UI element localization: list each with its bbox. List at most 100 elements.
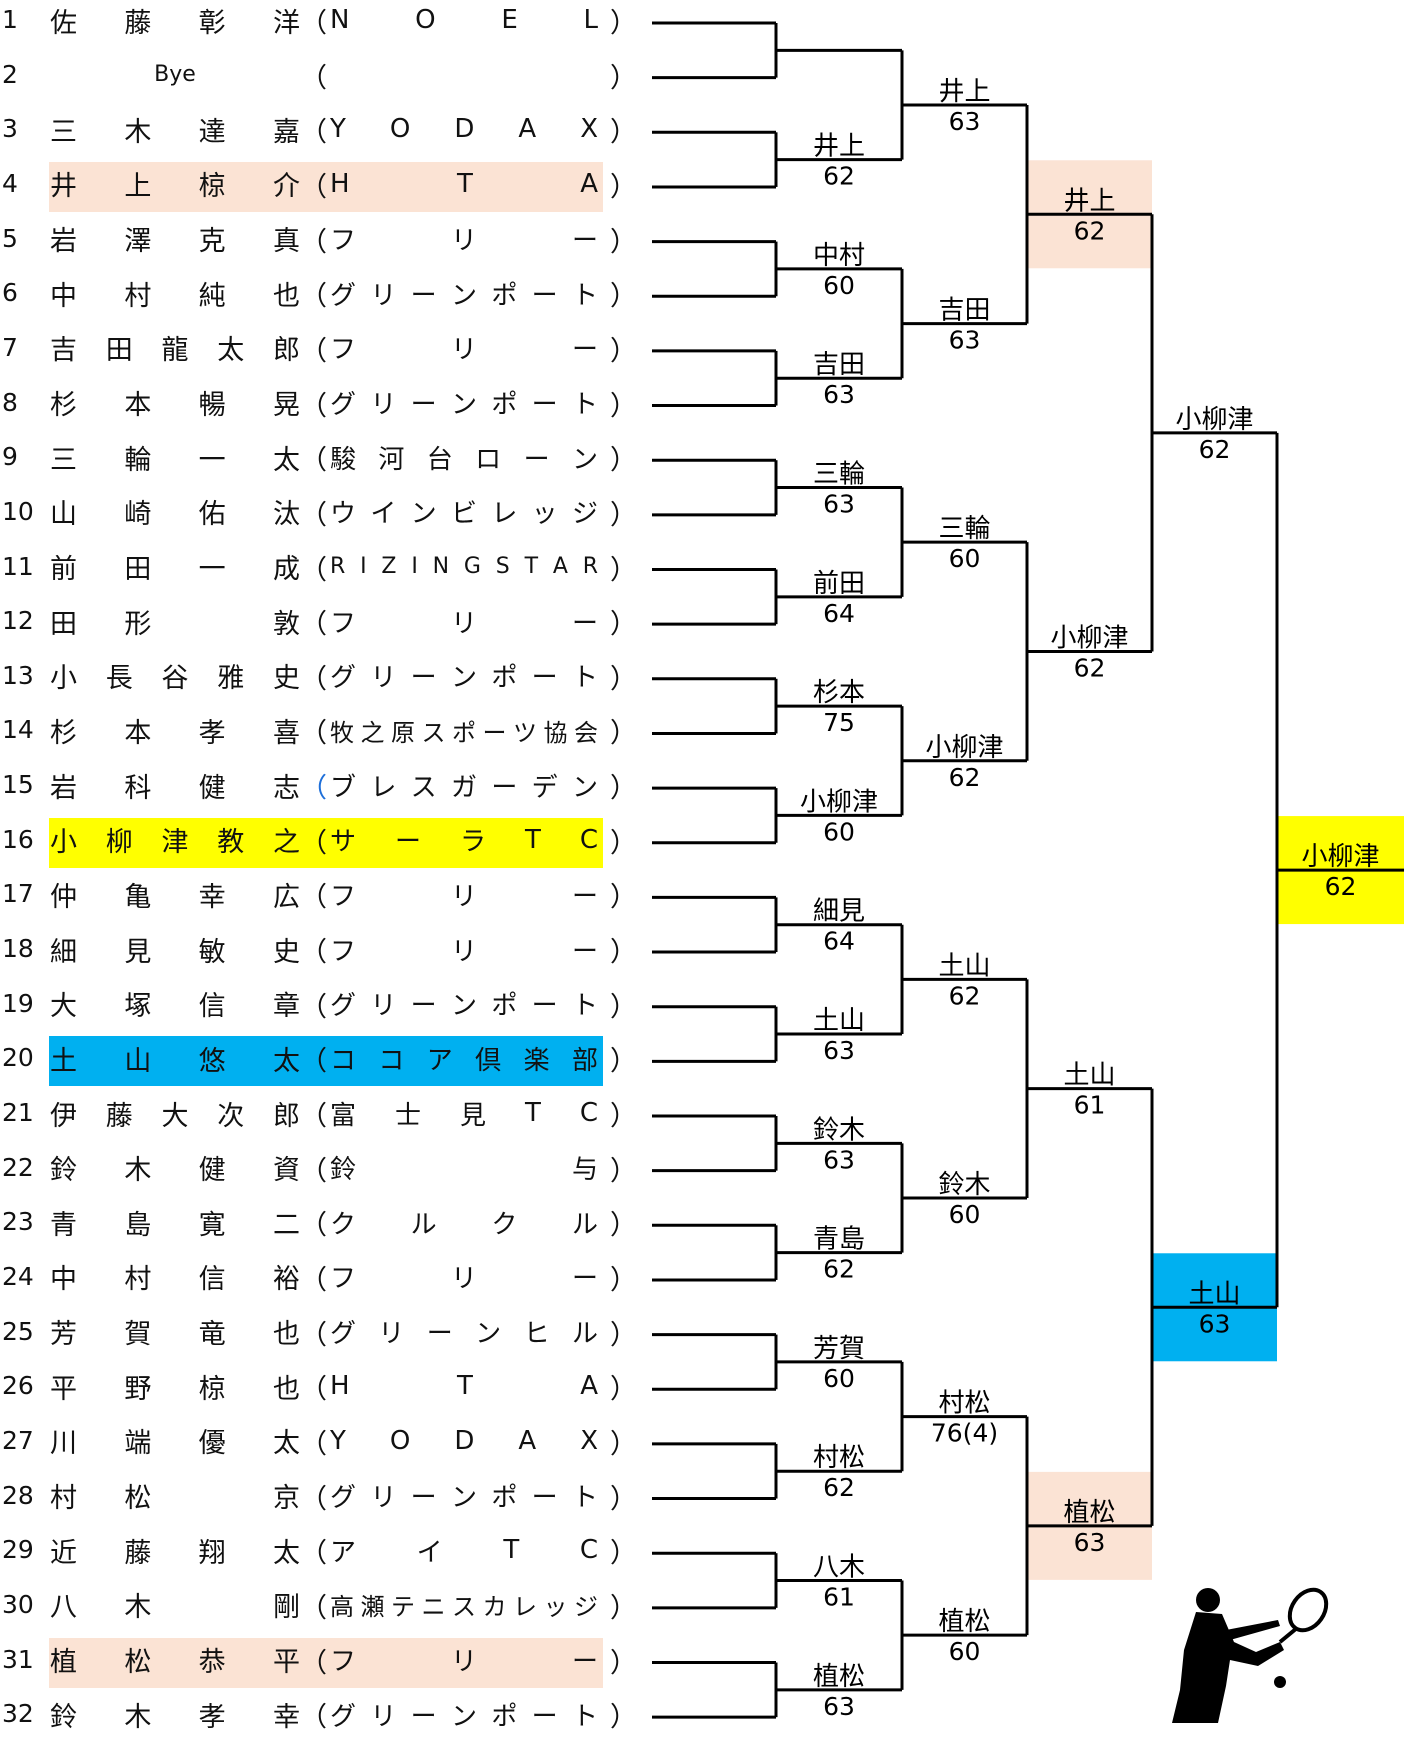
seed-number: 12	[2, 606, 34, 636]
open-paren: （	[300, 609, 327, 641]
seed-number: 17	[2, 879, 34, 909]
match-score: 60	[949, 544, 981, 573]
entrant-name: Bye	[154, 62, 196, 88]
club-name: ブレスガーデン	[330, 772, 598, 803]
match-score: 60	[949, 1200, 981, 1229]
winner-name: 前田	[813, 569, 865, 599]
entrant-name: 植松恭平	[50, 1647, 300, 1678]
match-score: 62	[949, 763, 981, 792]
winner-name: 土山	[1063, 1061, 1115, 1091]
close-paren: ）	[610, 609, 637, 641]
match-score: 61	[1074, 1091, 1106, 1120]
winner-name: 芳賀	[813, 1334, 865, 1364]
close-paren: ）	[610, 1264, 637, 1296]
entrant-highlight	[49, 1637, 603, 1688]
seed-number: 28	[2, 1480, 34, 1510]
seed-number: 10	[2, 496, 34, 526]
winner-name: 杉本	[813, 678, 865, 708]
club-name: 駿河台ローン	[330, 444, 598, 475]
open-paren: （	[300, 1264, 327, 1296]
winner-name: 植松	[938, 1607, 990, 1637]
match-score: 62	[823, 1473, 855, 1502]
match-score: 63	[1074, 1528, 1106, 1557]
entrant-name: 青島寛二	[50, 1209, 300, 1241]
winner-name: 小柳津	[1175, 405, 1253, 435]
winner-name: 鈴木	[813, 1115, 865, 1145]
seed-number: 26	[2, 1371, 34, 1401]
match-score: 64	[823, 927, 855, 956]
close-paren: ）	[610, 1046, 637, 1078]
entrant-name: 仲亀幸広	[50, 881, 300, 913]
seed-number: 19	[2, 988, 34, 1018]
match-score: 60	[949, 1637, 981, 1666]
seed-number: 21	[2, 1098, 34, 1127]
entrant-name: 村松 京	[50, 1483, 300, 1515]
seed-number: 14	[2, 715, 34, 745]
match-score: 63	[823, 1692, 855, 1721]
winner-name: 土山	[938, 951, 990, 981]
close-paren: ）	[610, 8, 637, 39]
close-paren: ）	[610, 663, 637, 695]
entrant-name: 田形 敦	[50, 608, 300, 640]
winner-name: 植松	[1063, 1498, 1115, 1528]
entrant-row: 17 仲亀幸広（フリー ）	[0, 869, 660, 925]
winner-name: 吉田	[938, 296, 990, 326]
seed-number: 27	[2, 1425, 34, 1455]
close-paren: ）	[610, 882, 637, 914]
seed-number: 16	[2, 824, 34, 854]
club-name: フリー	[330, 1647, 598, 1677]
open-paren: （	[300, 554, 327, 586]
open-paren: （	[300, 390, 327, 422]
close-paren: ）	[610, 445, 637, 477]
match-score: 62	[1199, 435, 1231, 464]
winner-name: 小柳津	[1050, 623, 1128, 653]
seed-number: 30	[2, 1589, 34, 1619]
seed-number: 5	[2, 223, 18, 253]
club-name: グリーンヒル	[330, 1319, 598, 1350]
club-name: フリー	[330, 608, 598, 639]
seed-number: 1	[2, 5, 18, 34]
match-score: 62	[1074, 653, 1106, 682]
close-paren: ）	[610, 1155, 637, 1187]
club-name: フリー	[330, 881, 598, 912]
club-name: フリー	[330, 1264, 598, 1295]
close-paren: ）	[610, 1428, 637, 1460]
winner-name: 小柳津	[800, 787, 878, 817]
club-name: グリーンポート	[330, 390, 598, 421]
entrant-name: 芳賀竜也	[50, 1319, 300, 1351]
open-paren: （	[300, 1101, 327, 1132]
close-paren: ）	[610, 335, 637, 367]
seed-number: 24	[2, 1261, 34, 1291]
club-name: 高瀬テニスカレッジ	[330, 1593, 598, 1622]
tennis-player-silhouette-icon	[1172, 1587, 1329, 1723]
match-score: 62	[1325, 872, 1357, 901]
winner-name: 村松	[813, 1443, 865, 1473]
club-name: 鈴与	[330, 1155, 598, 1186]
entrant-name: 近藤翔太	[50, 1537, 300, 1569]
open-paren: （	[300, 882, 327, 914]
open-paren: （	[300, 499, 327, 531]
seed-number: 6	[2, 278, 18, 308]
seed-number: 22	[2, 1152, 34, 1182]
seed-number: 29	[2, 1535, 34, 1565]
entrant-name: 前田一成	[50, 554, 300, 585]
entrant-name: 杉本暢晃	[50, 390, 300, 422]
match-score: 61	[823, 1583, 855, 1612]
entrant-name: 岩科健志	[50, 772, 300, 804]
match-score: 76(4)	[931, 1419, 998, 1448]
match-score: 63	[949, 326, 981, 355]
